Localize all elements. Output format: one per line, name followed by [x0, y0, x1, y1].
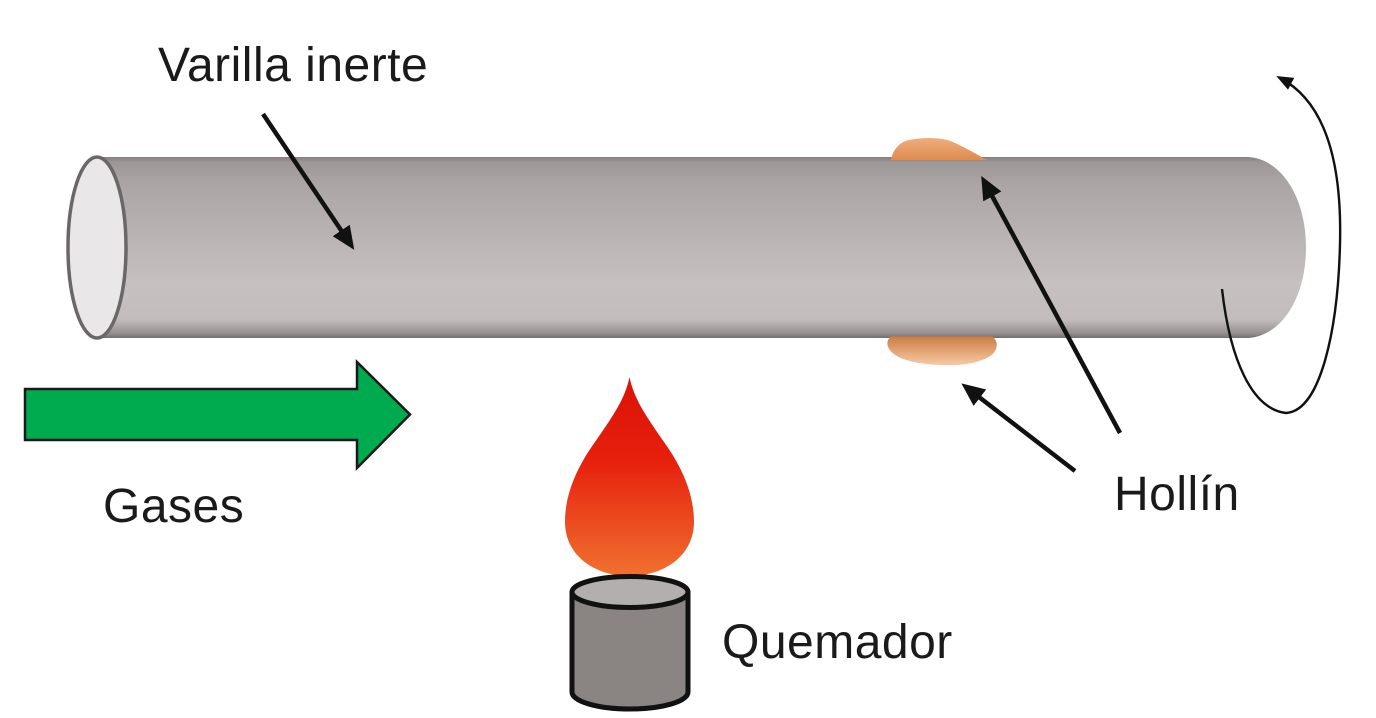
gases-label: Gases [103, 480, 245, 533]
varilla-pointer-arrow [261, 112, 355, 250]
varilla-inerte-label: Varilla inerte [158, 39, 429, 92]
rotation-arrow [1220, 76, 1342, 415]
rod-end-cap [66, 155, 128, 340]
hollin-pointer-arrow-bottom [961, 383, 1077, 473]
gas-flow-arrow-icon [23, 359, 412, 472]
soot-deposit-bottom [887, 336, 997, 366]
hollin-pointer-arrow-top [981, 175, 1122, 435]
burner-top [569, 574, 691, 610]
hollin-label: Hollín [1114, 468, 1240, 521]
quemador-label: Quemador [722, 616, 953, 669]
inert-rod [97, 157, 1306, 338]
burner-body [569, 589, 691, 712]
flame-icon [565, 377, 694, 576]
burner-icon [569, 574, 691, 712]
soot-deposit-top [891, 138, 987, 160]
